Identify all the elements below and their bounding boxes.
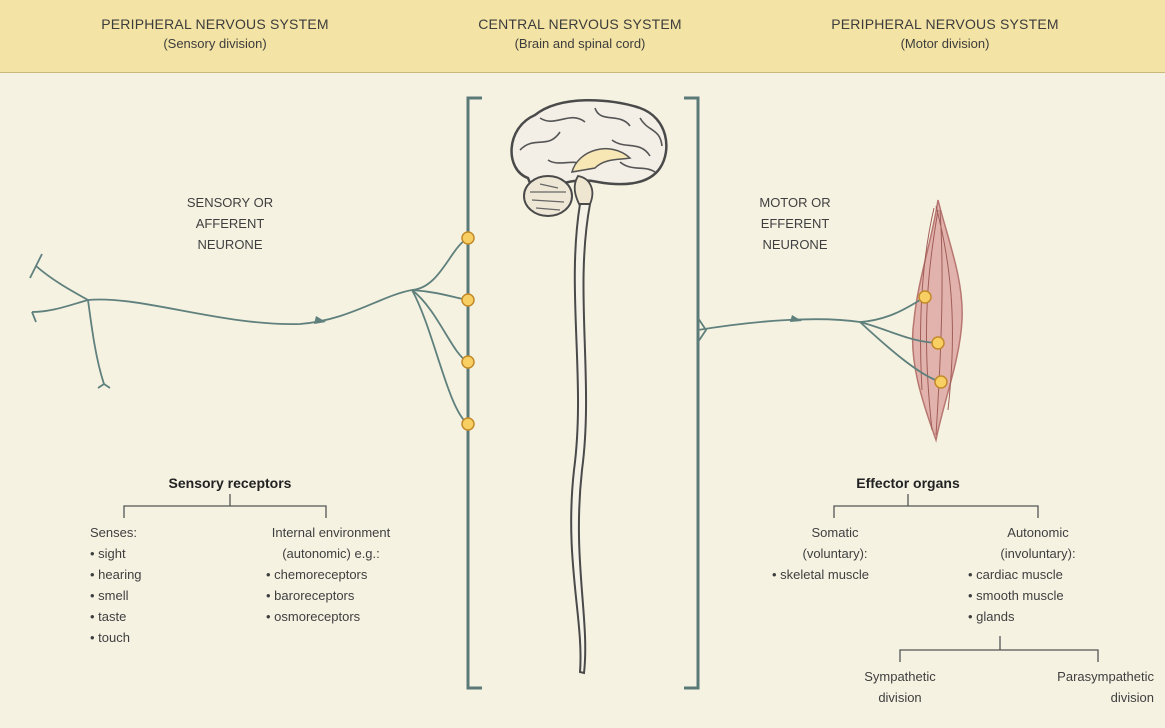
list-item: taste	[90, 606, 220, 627]
list-item: touch	[90, 627, 220, 648]
list-item: chemoreceptors	[266, 564, 446, 585]
autonomic-heading: Autonomic (involuntary):	[968, 522, 1108, 564]
list-item: sight	[90, 543, 220, 564]
autonomic-group: Autonomic (involuntary): cardiac muscle …	[968, 522, 1118, 627]
list-item: smell	[90, 585, 220, 606]
muscle-illustration	[913, 200, 963, 440]
cns-bracket-left	[468, 98, 482, 688]
sensory-receptors-tree	[124, 494, 326, 518]
sensory-neurone-label: SENSORY OR AFFERENT NEURONE	[130, 192, 330, 255]
list-item: skeletal muscle	[772, 564, 912, 585]
autonomic-list: cardiac muscle smooth muscle glands	[968, 564, 1118, 627]
list-item: glands	[968, 606, 1118, 627]
parasympathetic-division-label: Parasympathetic division	[1030, 666, 1154, 708]
internal-list: chemoreceptors baroreceptors osmorecepto…	[266, 564, 446, 627]
sensory-neurone-fibres	[30, 238, 468, 424]
somatic-group: Somatic (voluntary): skeletal muscle	[772, 522, 912, 585]
sensory-receptors-title: Sensory receptors	[140, 473, 320, 494]
spinal-cord	[571, 204, 590, 673]
motor-neurone-fibres	[698, 297, 941, 382]
internal-heading: Internal environment (autonomic) e.g.:	[246, 522, 416, 564]
list-item: baroreceptors	[266, 585, 446, 606]
brain-illustration	[512, 100, 667, 216]
senses-group: Senses: sight hearing smell taste touch	[90, 522, 220, 648]
somatic-list: skeletal muscle	[772, 564, 912, 585]
sympathetic-division-label: Sympathetic division	[840, 666, 960, 708]
senses-heading: Senses:	[90, 522, 220, 543]
somatic-heading: Somatic (voluntary):	[772, 522, 898, 564]
motor-neurone-label: MOTOR OR EFFERENT NEURONE	[700, 192, 890, 255]
internal-environment-group: Internal environment (autonomic) e.g.: c…	[246, 522, 446, 627]
list-item: hearing	[90, 564, 220, 585]
effector-organs-title: Effector organs	[828, 473, 988, 494]
list-item: cardiac muscle	[968, 564, 1118, 585]
cns-bracket-right	[684, 98, 698, 688]
senses-list: sight hearing smell taste touch	[90, 543, 220, 648]
list-item: osmoreceptors	[266, 606, 446, 627]
list-item: smooth muscle	[968, 585, 1118, 606]
